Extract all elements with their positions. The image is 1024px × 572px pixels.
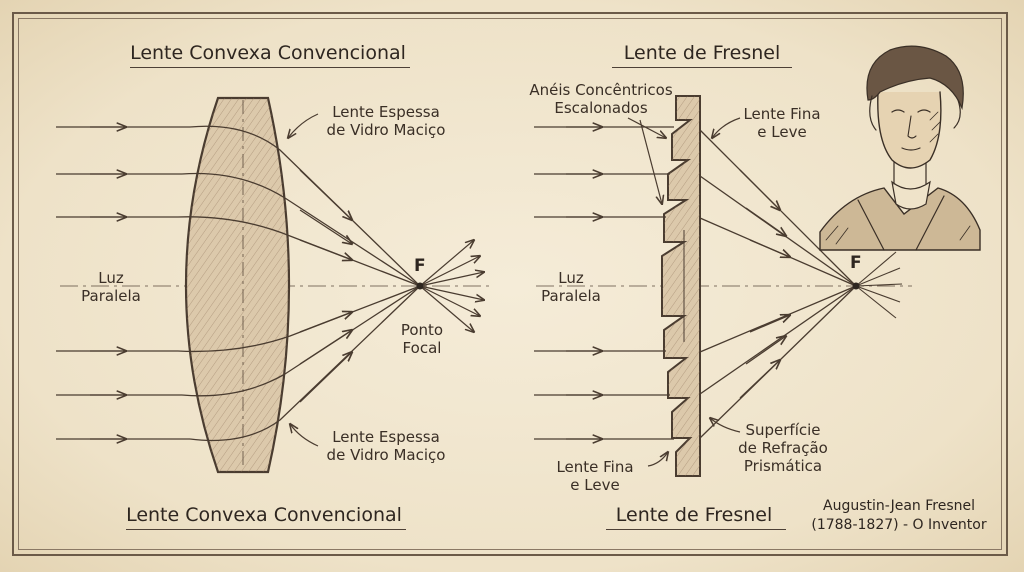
light-label-left: Luz Paralela (76, 269, 146, 305)
lens-top-label: Lente Espessa de Vidro Maciço (316, 103, 456, 139)
convex-title-top-underline (130, 67, 410, 68)
fresnel-title-bottom: Lente de Fresnel (615, 504, 773, 526)
rings-label-text: Anéis Concêntricos Escalonados (529, 81, 673, 117)
pointer-rings-1 (627, 117, 666, 138)
convex-title-bottom-underline (126, 529, 406, 530)
focus-mark-left: F (414, 256, 426, 276)
light-label-left-text: Luz Paralela (81, 269, 141, 305)
light-label-right-text: Luz Paralela (541, 269, 601, 305)
focal-point-left (416, 282, 424, 290)
focus-mark-right: F (850, 253, 862, 273)
diverging-rays-right (855, 251, 903, 319)
fresnel-title-top: Lente de Fresnel (623, 42, 781, 64)
refracted-rays-left (177, 125, 421, 442)
surface-label-text: Superfície de Refração Prismática (738, 421, 828, 475)
outer-border (12, 12, 1008, 556)
rings-label: Anéis Concêntricos Escalonados (520, 81, 682, 117)
focus-label-left: Ponto Focal (390, 321, 454, 357)
convex-lens-section (56, 96, 490, 474)
fresnel-title-bottom-underline (606, 529, 786, 530)
lens-top-label-text: Lente Espessa de Vidro Maciço (326, 103, 446, 139)
light-label-right: Luz Paralela (536, 269, 606, 305)
convex-title-top: Lente Convexa Convencional (130, 42, 406, 64)
focus-label-left-text: Ponto Focal (400, 321, 444, 357)
pointer-thin-top (712, 117, 741, 138)
pointer-thin-bottom (647, 452, 668, 467)
pointer-lens-bottom (290, 424, 319, 447)
inner-border (18, 18, 1002, 550)
fresnel-portrait (819, 45, 981, 251)
surface-label: Superfície de Refração Prismática (730, 421, 836, 475)
pointer-rings-2 (639, 119, 662, 204)
lens-bottom-label-text: Lente Espessa de Vidro Maciço (326, 428, 446, 464)
portrait-caption: Augustin-Jean Fresnel (1788-1827) - O In… (806, 497, 992, 535)
fresnel-lens-section (534, 95, 912, 477)
portrait-caption-text: Augustin-Jean Fresnel (1788-1827) - O In… (811, 498, 987, 533)
thin-top-label: Lente Fina e Leve (738, 105, 826, 141)
focal-point-right (852, 282, 860, 290)
thin-bottom-label-text: Lente Fina e Leve (556, 458, 634, 494)
refracted-rays-right (699, 129, 857, 439)
diverging-rays-left (419, 240, 484, 332)
lens-bottom-label: Lente Espessa de Vidro Maciço (316, 428, 456, 464)
thin-top-label-text: Lente Fina e Leve (743, 105, 821, 141)
thin-bottom-label: Lente Fina e Leve (546, 458, 644, 494)
pointer-surface (710, 418, 741, 433)
pointer-lens-top (288, 113, 319, 138)
fresnel-title-top-underline (612, 67, 792, 68)
convex-title-bottom: Lente Convexa Convencional (126, 504, 402, 526)
